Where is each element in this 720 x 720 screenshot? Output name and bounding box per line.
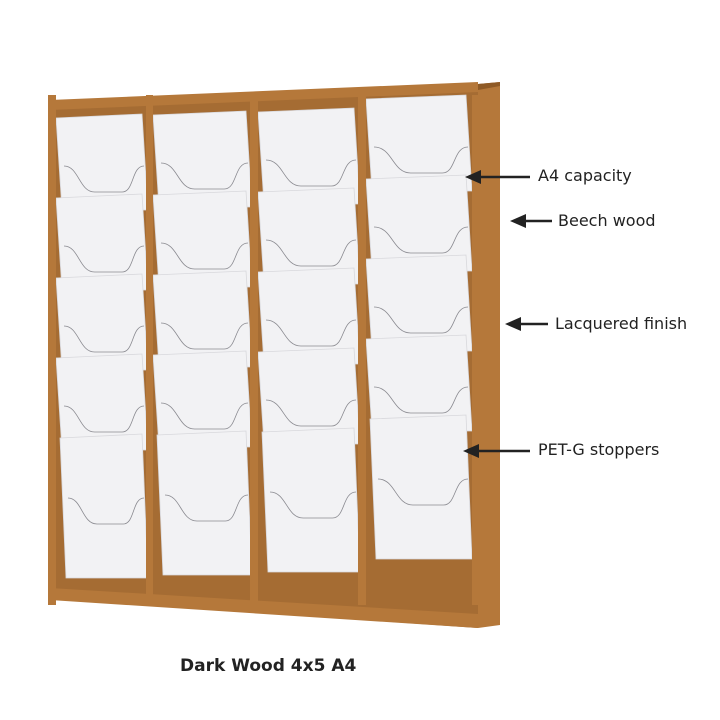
label-lacquered-finish: Lacquered finish [555, 314, 688, 333]
arrow-head-icon [465, 170, 481, 184]
rack-divider [146, 95, 153, 605]
rack-divider [250, 95, 258, 605]
petg-stopper [164, 494, 249, 522]
petg-stopper [373, 146, 469, 174]
petg-stopper [63, 325, 145, 353]
rack-side [478, 82, 500, 628]
product-caption: Dark Wood 4x5 A4 [180, 656, 357, 676]
brochure-pocket [59, 433, 149, 579]
petg-stopper [265, 319, 357, 347]
brochure-pocket [156, 430, 253, 576]
petg-stopper [160, 242, 249, 270]
petg-stopper [265, 159, 357, 187]
petg-stopper [63, 165, 145, 193]
rack-divider [472, 95, 478, 605]
brochure-pocket [261, 427, 361, 573]
arrow-head-icon [505, 317, 521, 331]
petg-stopper [63, 405, 145, 433]
annotation-arrows [463, 170, 552, 458]
petg-stopper [373, 306, 469, 334]
petg-stopper [269, 491, 357, 519]
arrow-head-icon [510, 214, 526, 228]
wooden-rack [48, 82, 500, 628]
label-petg-stoppers: PET-G stoppers [538, 440, 660, 459]
petg-stopper [63, 245, 145, 273]
petg-stopper [160, 322, 249, 350]
label-beech-wood: Beech wood [558, 211, 656, 230]
petg-stopper [265, 399, 357, 427]
brochure-pocket [369, 414, 473, 560]
petg-stopper [265, 239, 357, 267]
rack-side-top [478, 82, 500, 90]
petg-stopper [373, 386, 469, 414]
rack-top-rail [50, 82, 478, 110]
label-a4-capacity: A4 capacity [538, 166, 632, 185]
petg-stopper [373, 226, 469, 254]
petg-stopper [67, 497, 145, 525]
petg-stopper [160, 402, 249, 430]
arrow-head-icon [463, 444, 479, 458]
rack-divider [48, 95, 56, 605]
petg-stopper [377, 478, 469, 506]
petg-stopper [160, 162, 249, 190]
rack-divider [358, 95, 366, 605]
rack-bottom-rail [50, 588, 478, 628]
